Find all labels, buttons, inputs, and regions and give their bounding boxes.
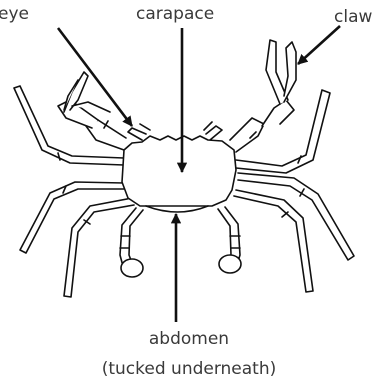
claw-pointer-arrow [298, 26, 340, 64]
eyes [128, 122, 222, 140]
right-claw [230, 40, 296, 152]
abdomen-label: abdomen [0, 329, 378, 349]
claw-label: claw [334, 7, 372, 27]
abdomen-outline [146, 206, 208, 212]
carapace-shell [122, 136, 236, 206]
abdomen-note-label: (tucked underneath) [0, 359, 378, 379]
left-claw [58, 72, 126, 150]
eye-label: eye [0, 4, 29, 24]
right-legs [218, 90, 354, 292]
carapace-label: carapace [136, 4, 214, 24]
